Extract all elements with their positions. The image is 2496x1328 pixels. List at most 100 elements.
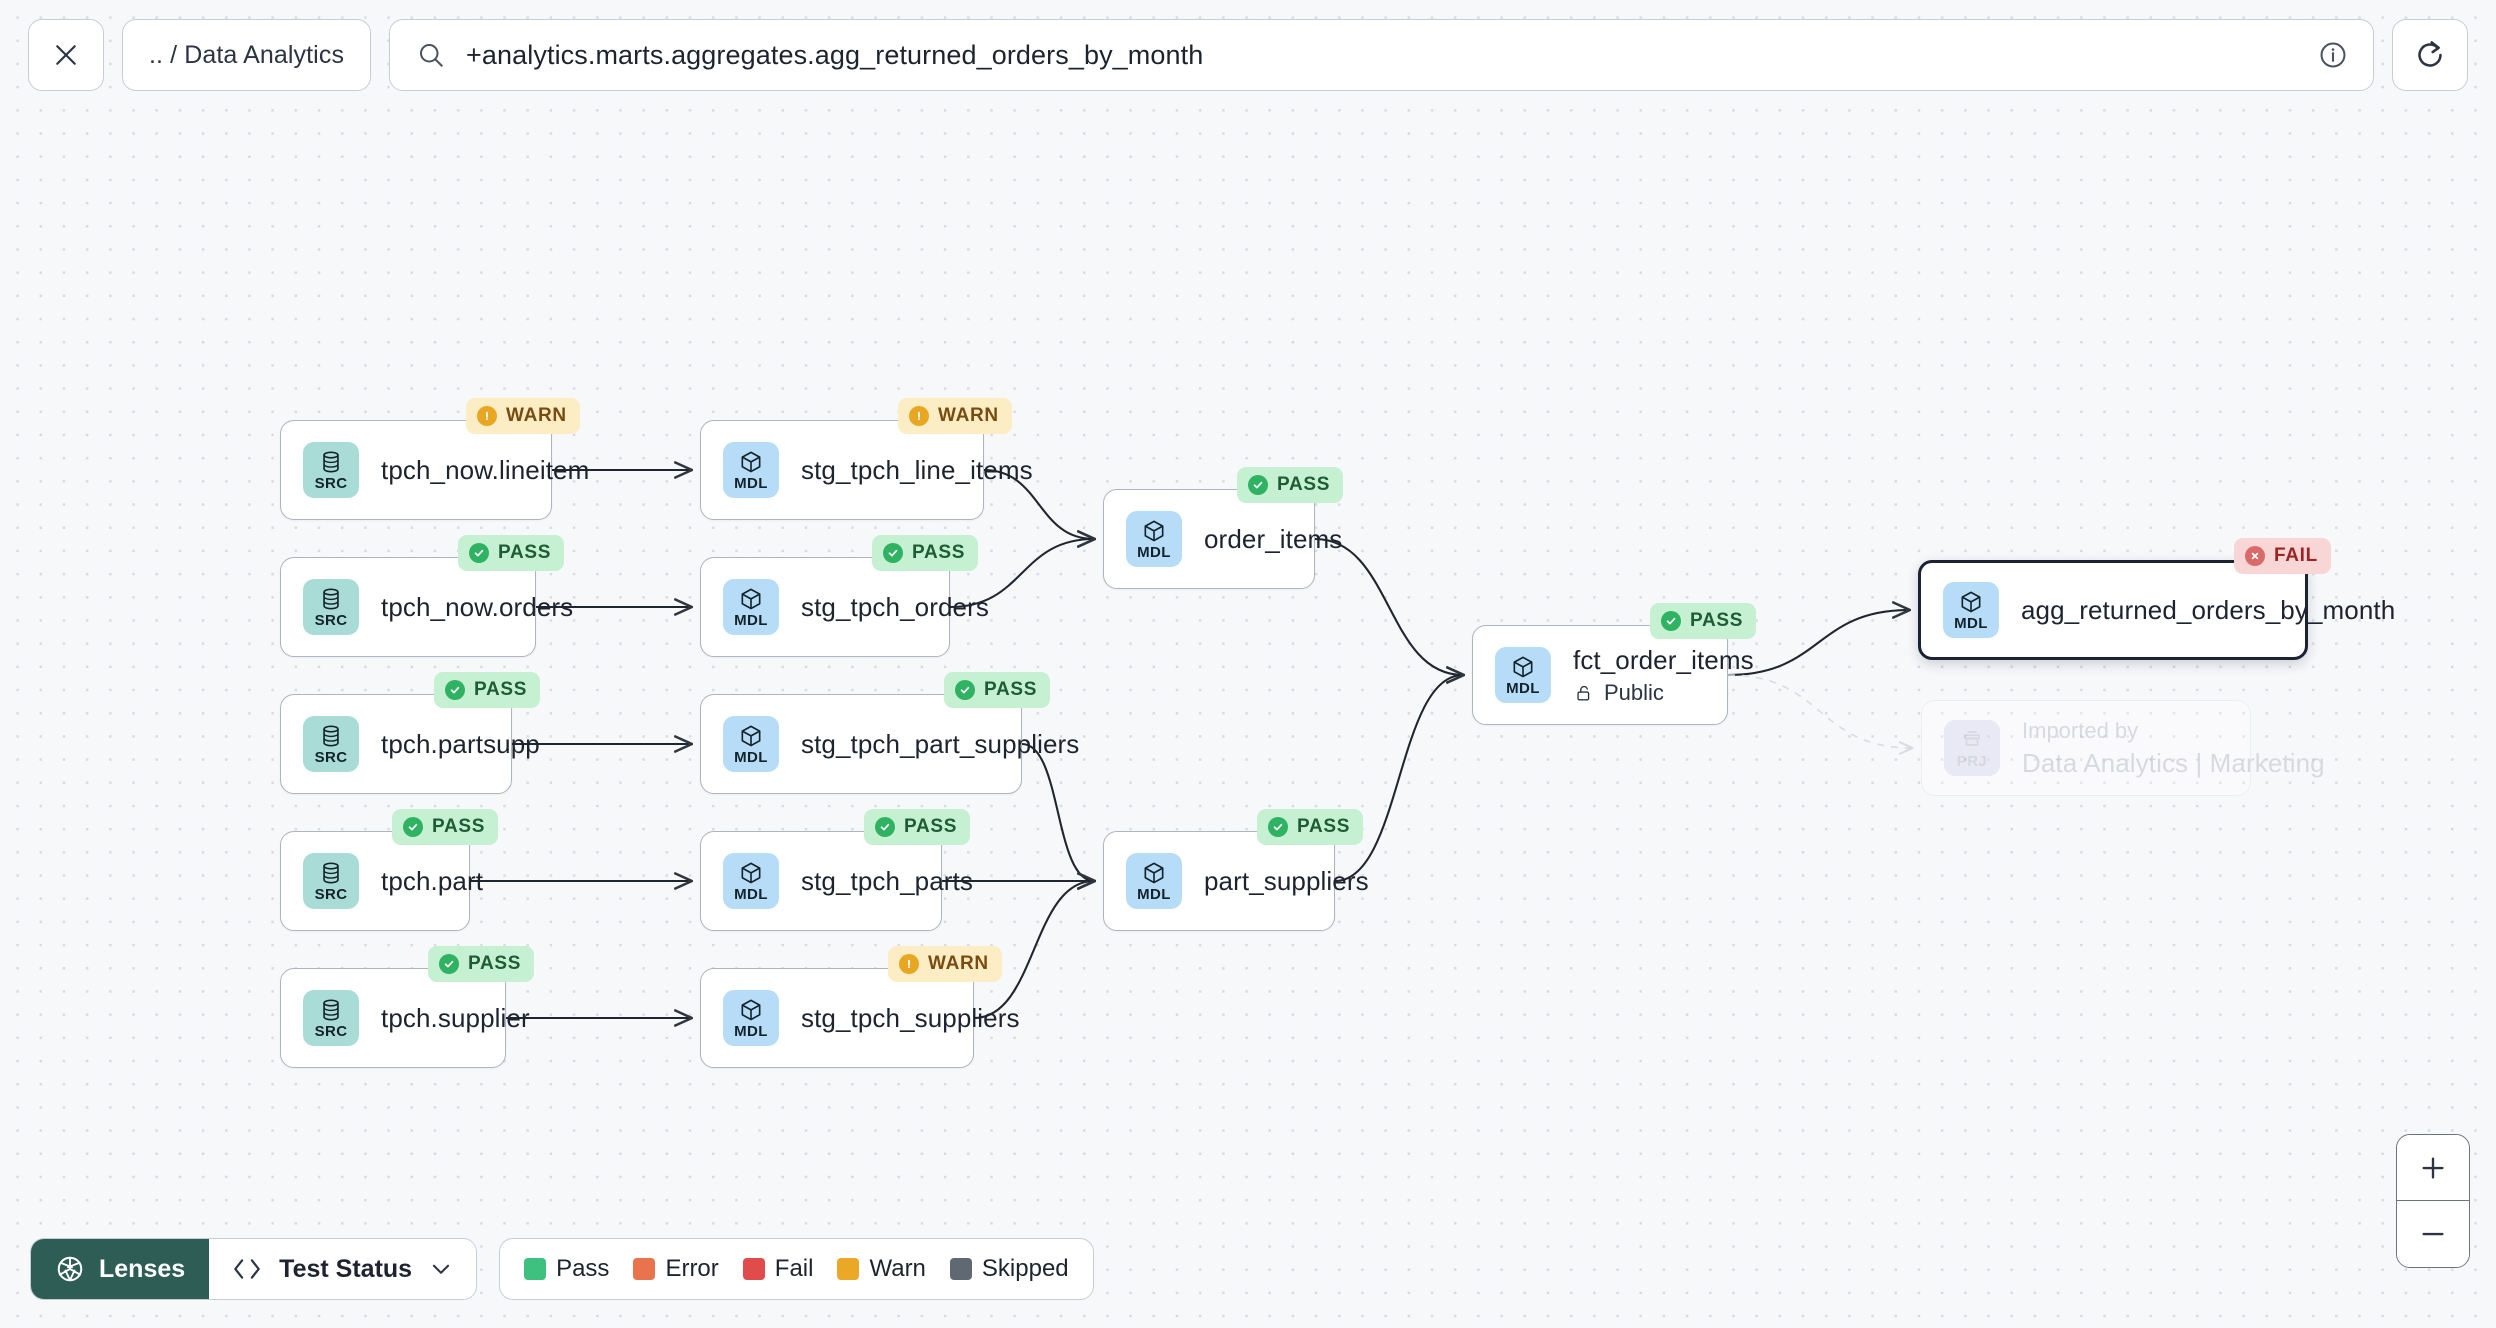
search-icon xyxy=(420,44,443,67)
graph-node[interactable]: MDL stg_tpch_line_items xyxy=(700,420,1033,520)
pass-check-icon xyxy=(875,817,895,837)
pass-check-icon xyxy=(1268,817,1288,837)
graph-node[interactable]: MDL part_suppliers xyxy=(1103,831,1369,931)
node-label: stg_tpch_line_items xyxy=(801,454,1033,485)
refresh-button[interactable] xyxy=(2392,19,2468,91)
search-input[interactable] xyxy=(466,39,2297,71)
node-status-label: PASS xyxy=(468,953,522,974)
node-kind-badge: MDL xyxy=(1495,647,1551,703)
pass-check-icon xyxy=(883,543,903,563)
zoom-in-button[interactable] xyxy=(2397,1135,2469,1201)
refresh-icon xyxy=(2418,41,2442,67)
node-status-label: PASS xyxy=(1690,610,1744,631)
legend-item[interactable]: Skipped xyxy=(949,1255,1069,1283)
graph-node[interactable]: MDL fct_order_items Public xyxy=(1472,625,1754,725)
legend-swatch-icon xyxy=(949,1258,972,1280)
node-kind-label: MDL xyxy=(734,749,768,766)
node-kind-label: MDL xyxy=(1954,615,1988,632)
pass-check-icon xyxy=(403,817,423,837)
graph-node[interactable]: SRC tpch.part xyxy=(280,831,484,931)
database-icon xyxy=(323,451,339,473)
node-label: tpch.supplier xyxy=(381,1002,530,1033)
status-legend: Pass Error Fail Warn Skipped xyxy=(499,1238,1094,1300)
node-kind-badge: MDL xyxy=(723,853,779,909)
node-kind-label: PRJ xyxy=(1956,753,1988,770)
fail-x-icon xyxy=(2245,546,2265,566)
node-status-badge: PASS xyxy=(1650,603,1757,639)
legend-item[interactable]: Pass xyxy=(524,1255,609,1283)
legend-swatch-icon xyxy=(524,1258,547,1280)
node-kind-label: MDL xyxy=(734,475,768,492)
node-kind-badge: MDL xyxy=(1126,511,1182,567)
node-kind-label: SRC xyxy=(314,612,348,629)
node-kind-badge: MDL xyxy=(723,442,779,498)
graph-node[interactable]: MDL order_items xyxy=(1103,489,1342,589)
node-label: Data Analytics | Marketing xyxy=(2022,747,2325,778)
lenses-label: Lenses xyxy=(99,1254,186,1283)
graph-node[interactable]: MDL stg_tpch_part_suppliers xyxy=(700,694,1080,794)
legend-item[interactable]: Warn xyxy=(837,1255,926,1283)
node-status-label: WARN xyxy=(506,405,567,426)
node-sublabel: Public xyxy=(1573,680,1727,706)
cube-icon xyxy=(1144,862,1164,884)
graph-node[interactable]: MDL stg_tpch_suppliers xyxy=(700,968,1020,1068)
legend-item[interactable]: Fail xyxy=(742,1255,813,1283)
node-status-badge: PASS xyxy=(434,672,541,708)
graph-node[interactable]: SRC tpch_now.lineitem xyxy=(280,420,589,520)
graph-node[interactable]: SRC tpch_now.orders xyxy=(280,557,573,657)
node-label: fct_order_items xyxy=(1573,644,1754,675)
code-icon xyxy=(234,1259,260,1279)
node-status-label: PASS xyxy=(1277,474,1331,495)
node-status-badge: WARN xyxy=(898,398,1012,434)
graph-node[interactable]: MDL agg_returned_orders_by_month xyxy=(1918,560,2395,660)
zoom-out-button[interactable] xyxy=(2397,1201,2469,1267)
node-kind-label: SRC xyxy=(314,1023,348,1040)
node-label: stg_tpch_orders xyxy=(801,591,989,622)
legend-swatch-icon xyxy=(633,1258,656,1280)
search-bar[interactable] xyxy=(389,19,2374,91)
node-kind-badge: SRC xyxy=(303,990,359,1046)
lens-control-group: Lenses Test Status xyxy=(30,1238,478,1300)
node-status-label: FAIL xyxy=(2274,545,2318,566)
node-kind-badge: MDL xyxy=(723,716,779,772)
graph-node[interactable]: MDL stg_tpch_parts xyxy=(700,831,973,931)
plus-icon xyxy=(2422,1156,2444,1179)
warn-exclaim-icon xyxy=(477,406,497,426)
node-status-label: PASS xyxy=(432,816,486,837)
test-status-button[interactable]: Test Status xyxy=(209,1239,477,1299)
graph-node[interactable]: SRC tpch.supplier xyxy=(280,968,530,1068)
graph-node[interactable]: SRC tpch.partsupp xyxy=(280,694,540,794)
node-status-badge: PASS xyxy=(872,535,979,571)
unlock-icon xyxy=(1577,685,1590,700)
zoom-controls xyxy=(2396,1134,2470,1268)
graph-node[interactable]: MDL stg_tpch_orders xyxy=(700,557,989,657)
pass-check-icon xyxy=(439,954,459,974)
pass-check-icon xyxy=(1248,475,1268,495)
node-status-badge: FAIL xyxy=(2234,538,2331,574)
node-status-badge: WARN xyxy=(466,398,580,434)
project-icon xyxy=(1964,731,1980,746)
cube-icon xyxy=(741,862,761,884)
node-status-label: PASS xyxy=(912,542,966,563)
lineage-edge xyxy=(1334,675,1463,883)
node-status-label: WARN xyxy=(928,953,989,974)
node-label: stg_tpch_part_suppliers xyxy=(801,728,1080,759)
database-icon xyxy=(323,999,339,1021)
node-kind-badge: SRC xyxy=(303,716,359,772)
node-status-badge: PASS xyxy=(392,809,499,845)
breadcrumb[interactable]: .. / Data Analytics xyxy=(122,19,372,91)
lenses-button[interactable]: Lenses xyxy=(31,1239,210,1299)
node-label: tpch.part xyxy=(381,865,484,896)
info-icon[interactable] xyxy=(2317,39,2349,71)
node-status-label: PASS xyxy=(474,679,528,700)
cube-icon xyxy=(741,451,761,473)
close-button[interactable] xyxy=(28,19,104,91)
legend-item[interactable]: Error xyxy=(633,1255,719,1283)
warn-exclaim-icon xyxy=(909,406,929,426)
pass-check-icon xyxy=(955,680,975,700)
warn-exclaim-icon xyxy=(899,954,919,974)
pass-check-icon xyxy=(469,543,489,563)
